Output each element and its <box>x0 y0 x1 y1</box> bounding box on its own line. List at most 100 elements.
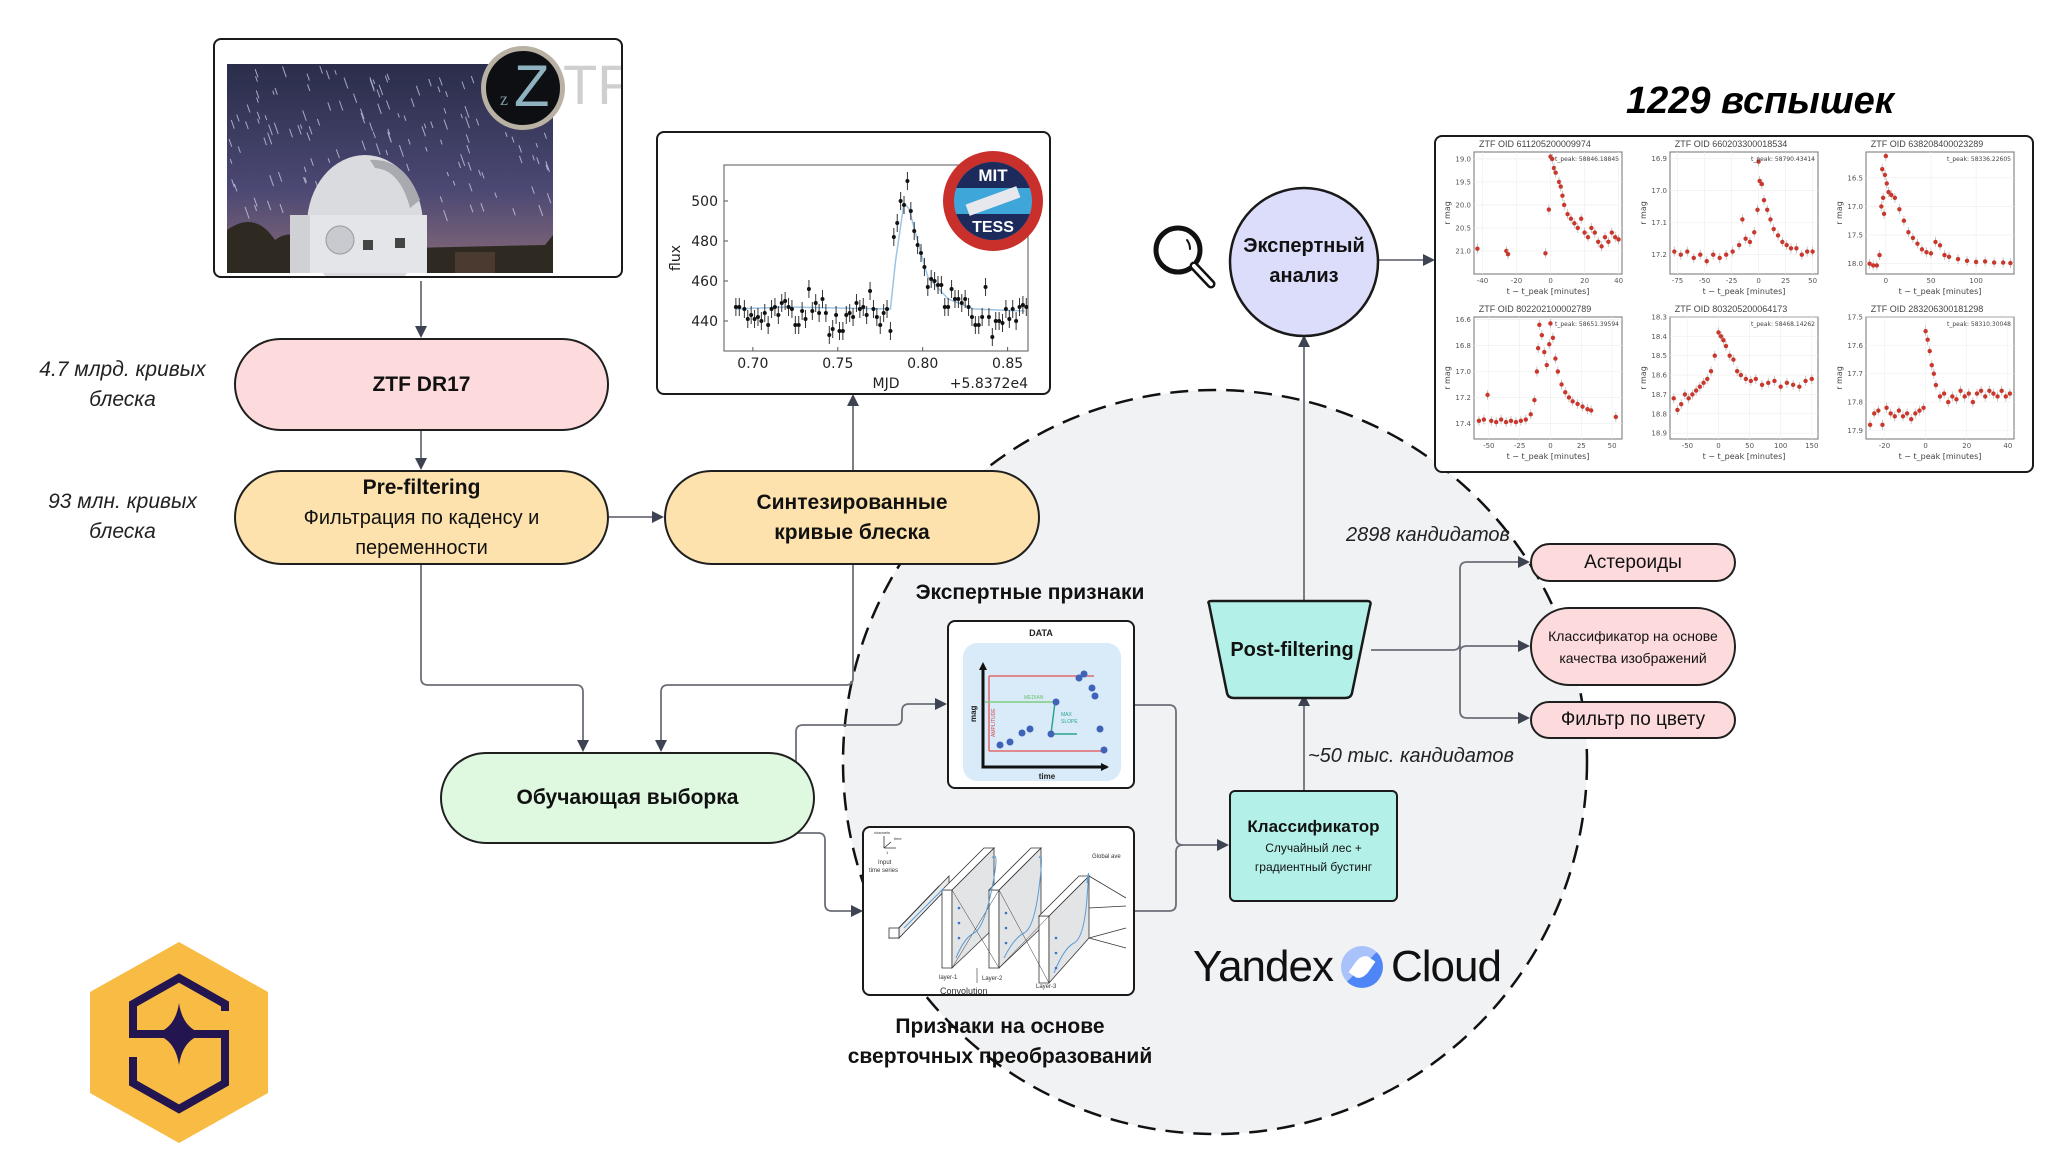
flare-point <box>1743 236 1748 241</box>
edge-label-2898-candidates: 2898 кандидатов <box>1346 524 1510 546</box>
flare-point <box>1481 417 1487 422</box>
flux-xtick-label: 0.75 <box>822 356 853 372</box>
flare-xtick-label: 0 <box>1923 442 1927 450</box>
flux-point <box>959 301 964 305</box>
flare-point <box>1921 405 1926 410</box>
flare-point <box>1810 249 1815 254</box>
flare-ytick-label: 18.9 <box>1651 430 1667 438</box>
flux-ytick-label: 440 <box>691 314 718 330</box>
flare-point <box>1995 394 2000 399</box>
expert-card-title: DATA <box>1029 628 1053 638</box>
star-trail <box>256 97 259 103</box>
expert-features-label: Экспертные признаки <box>915 581 1145 604</box>
star-trail <box>263 137 267 146</box>
flux-point <box>810 309 815 313</box>
node-synthesized-lightcurves[interactable]: Синтезированные кривые блеска <box>664 470 1040 565</box>
flare-point <box>1876 408 1881 413</box>
hexagon-star-logo <box>90 942 268 1143</box>
flux-point <box>990 335 995 339</box>
flux-point <box>997 319 1002 323</box>
flare-tpeak-label: t_peak: 58651.39594 <box>1555 321 1619 328</box>
star-trail <box>398 145 404 157</box>
node-prefilter[interactable]: Pre-filtering Фильтрация по каденсу и пе… <box>234 470 609 565</box>
flare-point <box>1867 261 1872 266</box>
node-prefilter-title: Pre-filtering <box>362 475 481 499</box>
flux-point <box>820 297 825 301</box>
flare-point <box>1508 418 1514 424</box>
star-trail <box>335 149 340 159</box>
star-trail <box>403 115 407 121</box>
star-trail <box>254 204 258 212</box>
flare-ytick-label: 17.9 <box>1847 427 1863 435</box>
star-trail <box>518 155 523 164</box>
flare-point <box>1882 172 1888 178</box>
flare-point <box>1613 414 1619 420</box>
node-image-quality-classifier[interactable]: Классификатор на основе качества изображ… <box>1530 607 1736 686</box>
flux-point <box>786 305 791 309</box>
time-axis-label: time <box>1039 772 1056 781</box>
flare-ytick-label: 17.0 <box>1847 203 1863 211</box>
flare-ylabel: r mag <box>1443 366 1452 390</box>
flare-ylabel: r mag <box>1835 366 1844 390</box>
flux-point <box>868 289 873 293</box>
star-trail <box>460 154 466 167</box>
flare-point <box>1778 384 1783 389</box>
flux-point <box>830 327 835 331</box>
flare-point <box>1803 378 1808 384</box>
flux-point <box>895 221 900 225</box>
ztf-telescope-image-panel: z Z TF <box>213 38 623 278</box>
flux-point <box>793 323 798 327</box>
flare-point <box>1539 332 1545 338</box>
flare-xtick-label: 40 <box>2003 442 2012 450</box>
star-trail <box>369 77 375 90</box>
star-trail <box>303 166 307 173</box>
flare-point <box>1563 390 1568 395</box>
node-classifier[interactable]: Классификатор Случайный лес + градиентны… <box>1229 790 1398 902</box>
flux-point <box>885 307 890 311</box>
flare-point <box>1747 239 1753 245</box>
flare-point <box>1723 343 1729 349</box>
node-ztf-dr17[interactable]: ZTF DR17 <box>234 338 609 431</box>
flare-point <box>1752 230 1757 235</box>
flare-point <box>1886 189 1891 195</box>
star-trail <box>307 84 311 92</box>
flux-point <box>854 301 859 305</box>
flare-point <box>1780 239 1785 245</box>
node-ztf-dr17-label: ZTF DR17 <box>372 372 471 396</box>
flare-ytick-label: 17.5 <box>1847 314 1863 322</box>
edge-cnn-to-classifier <box>1135 844 1184 912</box>
flare-xtick-label: 50 <box>1808 277 1817 285</box>
node-color-filter[interactable]: Фильтр по цвету <box>1530 701 1736 739</box>
node-expert-analysis-line1: Экспертный <box>1243 235 1365 257</box>
flux-point <box>783 299 788 303</box>
flare-point <box>1889 192 1894 198</box>
flare-ytick-label: 20.0 <box>1455 201 1471 209</box>
flare-point <box>1942 252 1947 258</box>
flux-point <box>963 297 968 301</box>
flare-point <box>1897 207 1902 212</box>
node-asteroids[interactable]: Астероиды <box>1530 543 1736 582</box>
flare-point <box>1704 258 1709 264</box>
star-trail <box>470 75 475 84</box>
node-training-set[interactable]: Обучающая выборка <box>440 752 815 844</box>
flare-point <box>1966 391 1971 396</box>
node-postfilter[interactable]: Post-filtering <box>1212 630 1372 670</box>
flare-point <box>1543 251 1548 256</box>
edge-postfilter-to-color-filter <box>1459 650 1530 724</box>
node-synth-line2: кривые блеска <box>774 520 930 544</box>
node-expert-analysis[interactable]: Экспертный анализ <box>1230 228 1378 294</box>
flare-point <box>1542 349 1547 355</box>
flare-point <box>1804 249 1810 254</box>
flare-point <box>1570 399 1575 404</box>
flux-ylabel: flux <box>668 245 684 271</box>
node-classifier-sub-2: градиентный бустинг <box>1254 860 1373 874</box>
flare-point <box>1904 411 1910 416</box>
flare-chart-title: ZTF OID 611205200009974 <box>1479 139 1591 149</box>
flare-point <box>1572 221 1577 226</box>
flare-xtick-label: 50 <box>1745 442 1754 450</box>
flare-point <box>1748 378 1754 384</box>
flare-point <box>1580 404 1585 409</box>
flare-point <box>1809 376 1814 382</box>
flare-point <box>1797 384 1802 389</box>
